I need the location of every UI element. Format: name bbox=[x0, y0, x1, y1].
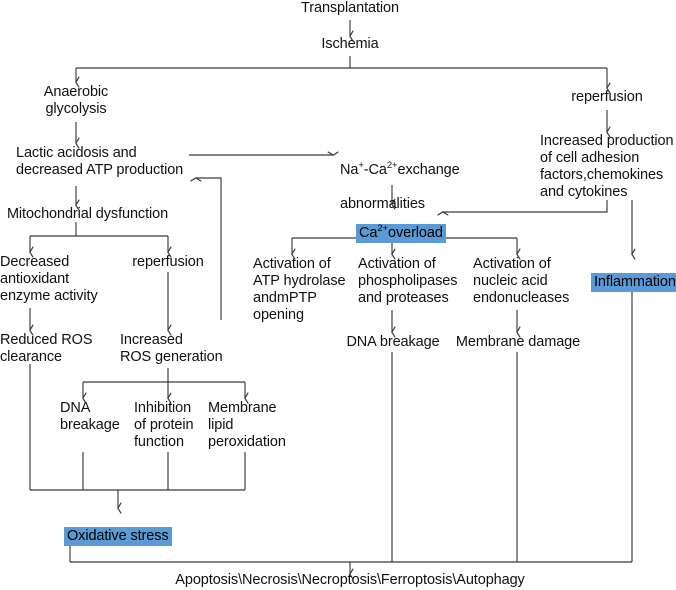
node-inhibition-protein-function: Inhibition of protein function bbox=[134, 400, 194, 450]
node-membrane-lipid-peroxidation: Membrane lipid peroxidation bbox=[208, 400, 286, 450]
node-activation-phospholipases: Activation of phospholipases and proteas… bbox=[358, 256, 458, 306]
node-ischemia: Ischemia bbox=[321, 36, 379, 52]
node-activation-endonucleases: Activation of nucleic acid endonucleases bbox=[473, 256, 570, 306]
node-mitochondrial-dysfunction: Mitochondrial dysfunction bbox=[6, 206, 169, 222]
node-dna-breakage-mid: DNA breakage bbox=[346, 334, 440, 350]
node-inflammation: Inflammation bbox=[591, 256, 676, 292]
node-oxidative-stress: Oxidative stress bbox=[64, 510, 194, 546]
node-reduced-ros-clearance: Reduced ROS clearance bbox=[0, 332, 93, 365]
na-ca-line2: abnormalities bbox=[340, 196, 425, 212]
node-decreased-antioxidant: Decreased antioxidant enzyme activity bbox=[0, 254, 98, 304]
node-reperfusion-right: reperfusion bbox=[571, 89, 643, 105]
node-ca-overload: Ca2+overload bbox=[356, 207, 476, 243]
node-increased-ros-generation: Increased ROS generation bbox=[120, 332, 223, 365]
node-transplantation: Transplantation bbox=[301, 0, 399, 16]
oxidative-stress-highlight: Oxidative stress bbox=[64, 527, 172, 546]
node-na-ca-exchange-abnormalities: Na+-Ca2+exchange abnormalities bbox=[340, 145, 490, 213]
na-ca-line1: Na+-Ca2+exchange bbox=[340, 160, 460, 178]
node-increased-production: Increased production of cell adhesion fa… bbox=[540, 133, 674, 200]
node-outcomes: Apoptosis\Necrosis\Necroptosis\Ferroptos… bbox=[175, 572, 525, 588]
node-membrane-damage: Membrane damage bbox=[455, 334, 581, 350]
node-reperfusion-mid: reperfusion bbox=[132, 254, 204, 270]
node-activation-atp-hydrolase: Activation of ATP hydrolase andmPTP open… bbox=[253, 256, 346, 323]
ca-overload-highlight: Ca2+overload bbox=[356, 224, 446, 243]
node-anaerobic-glycolysis: Anaerobic glycolysis bbox=[43, 84, 109, 117]
node-dna-breakage-left: DNA breakage bbox=[60, 400, 120, 433]
node-lactic-acidosis: Lactic acidosis and decreased ATP produc… bbox=[16, 145, 184, 178]
inflammation-highlight: Inflammation bbox=[591, 273, 676, 292]
